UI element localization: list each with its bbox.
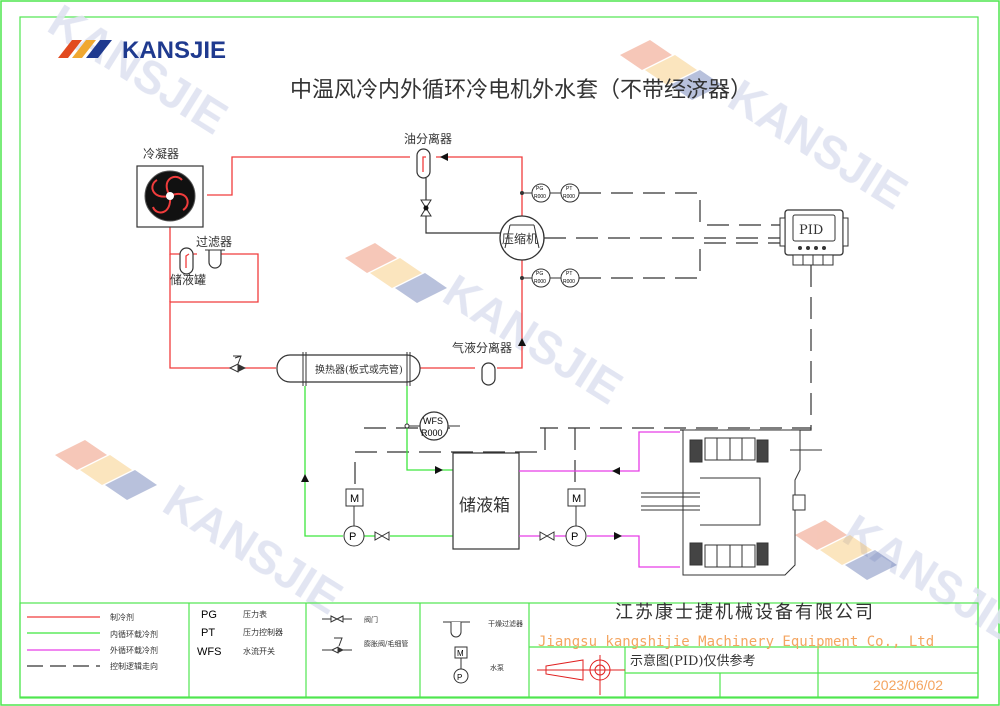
motor-label: M (350, 493, 359, 505)
receiver-label: 储液罐 (170, 272, 206, 287)
gauge-pg-label: PG (536, 271, 543, 277)
heat-exchanger-label: 换热器(板式或壳管) (315, 363, 403, 376)
gauge-code: R000 (534, 194, 546, 200)
legend-label: 控制逻辑走向 (110, 661, 158, 671)
heat-exchanger: 换热器(板式或壳管) (276, 352, 421, 386)
disclaimer-note: 示意图(PID)仅供参考 (630, 653, 755, 669)
outer-pump: M P (565, 488, 587, 547)
motor-label: M (572, 493, 581, 505)
pump-label: P (349, 531, 356, 543)
symbol-label: 膨胀阀/毛细管 (364, 639, 408, 648)
inner-frame (19, 16, 979, 698)
valve-icon (539, 531, 555, 541)
pid-label: PID (799, 223, 823, 238)
watermark: KANSJIE (435, 264, 632, 414)
oil-separator: 油分离器 (404, 131, 452, 179)
drawing-date: 2023/06/02 (873, 677, 943, 693)
symbol-label: 阀门 (364, 615, 378, 624)
condenser-label: 冷凝器 (143, 146, 179, 161)
flow-arrow (612, 467, 620, 475)
gauge-pt-label: PT (566, 186, 572, 192)
motor-label: M (457, 649, 464, 658)
dryer-filter: 过滤器 (196, 235, 232, 269)
abbreviation-legend: PG 压力表 PT 压力控制器 WFS 水流开关 (197, 609, 283, 658)
logo-stripe-red (58, 40, 82, 58)
compressor-label: 压缩机 (502, 231, 538, 246)
watermark: KANSJIE (155, 474, 352, 624)
pump-label: P (457, 673, 462, 682)
wfs-label: WFS (423, 416, 443, 426)
logo-stripe-blue (86, 40, 112, 58)
outer-loop-lines (519, 431, 680, 568)
abbr-label: 水流开关 (243, 646, 275, 656)
watermark: KANSJIE (835, 504, 1000, 654)
pump-label: P (571, 531, 578, 543)
gauge-code: R000 (534, 279, 546, 285)
legend-block (19, 602, 979, 699)
kansjie-logo: KANSJIE (58, 37, 226, 64)
inner-pump: M P (343, 488, 365, 547)
abbr-code: PG (201, 609, 217, 621)
oil-return-line (425, 178, 500, 234)
wfs-code: R000 (421, 428, 443, 438)
symbol-label: 水泵 (490, 663, 504, 672)
compressor: 压缩机 (499, 215, 545, 261)
expansion-valve (228, 355, 246, 373)
gauge-group-discharge: PG R000 PT R000 (520, 183, 580, 203)
filter-label: 过滤器 (196, 235, 232, 249)
flow-arrow (518, 338, 526, 346)
expansion-valve-icon (322, 637, 352, 654)
flow-arrow (440, 153, 448, 161)
symbol-legend: 阀门 膨胀阀/毛细管 干燥过滤器 M P 水泵 (322, 615, 523, 684)
legend-label: 内循环载冷剂 (110, 629, 158, 639)
line-legend: 制冷剂 内循环载冷剂 外循环载冷剂 控制逻辑走向 (27, 612, 158, 671)
diagram-title: 中温风冷内外循环冷电机外水套（不带经济器） (290, 78, 752, 103)
pid-controller: PID (779, 209, 849, 266)
company-name-cn: 江苏康士捷机械设备有限公司 (615, 602, 875, 623)
check-valve-icon (420, 199, 432, 217)
legend-label: 制冷剂 (110, 612, 134, 622)
abbr-code: PT (201, 627, 215, 639)
projection-symbol (537, 655, 625, 695)
valve-icon (374, 531, 390, 541)
inner-loop-lines (304, 386, 453, 537)
gas-liquid-separator: 气液分离器 (452, 340, 512, 386)
gauge-code: R000 (563, 279, 575, 285)
abbr-label: 压力表 (243, 609, 267, 619)
refrigerant-lines (169, 156, 523, 369)
logo-stripe-orange (72, 40, 96, 58)
water-tank-label: 储液箱 (459, 496, 510, 516)
pump-icon: M P (453, 646, 469, 684)
valve-icon (322, 615, 352, 623)
watermark: KANSJIE (40, 0, 237, 144)
gas-liquid-separator-label: 气液分离器 (452, 340, 512, 355)
water-flow-switch: WFS R000 (404, 411, 460, 441)
symbol-label: 干燥过滤器 (488, 619, 523, 628)
liquid-receiver: 储液罐 (170, 247, 206, 287)
motor-water-jacket (641, 429, 822, 576)
water-tank: 储液箱 (452, 452, 520, 550)
gauge-group-suction: PG R000 PT R000 (520, 268, 580, 288)
logo-text: KANSJIE (122, 37, 226, 64)
gauge-code: R000 (563, 194, 575, 200)
company-name-en: Jiangsu kangshijie Machinery Equipment C… (538, 634, 934, 650)
gauge-pg-label: PG (536, 186, 543, 192)
condenser: 冷凝器 (136, 146, 204, 228)
dryer-filter-icon (443, 621, 470, 638)
gauge-pt-label: PT (566, 271, 572, 277)
flow-arrow (301, 474, 309, 482)
flow-arrow (435, 466, 443, 474)
oil-separator-label: 油分离器 (404, 131, 452, 146)
legend-label: 外循环载冷剂 (110, 645, 158, 655)
abbr-code: WFS (197, 646, 221, 658)
abbr-label: 压力控制器 (243, 627, 283, 637)
flow-arrow (614, 532, 622, 540)
